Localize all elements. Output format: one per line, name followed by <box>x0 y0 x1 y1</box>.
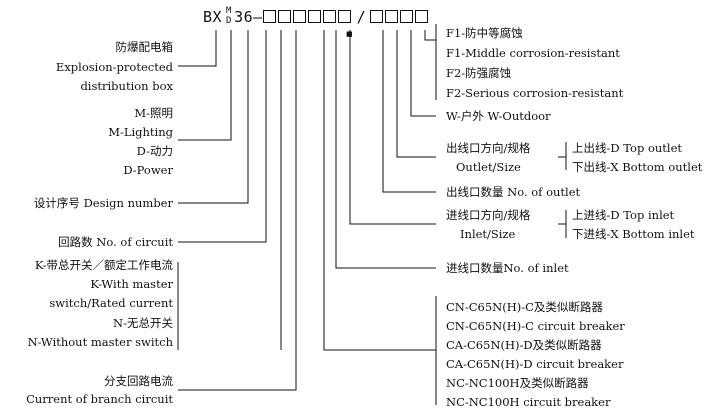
label-inlet-number: 进线口数量No. of inlet <box>446 261 569 275</box>
label-circuit-number: 回路数 No. of circuit <box>58 235 173 249</box>
code-slash: / <box>356 8 367 26</box>
code-box-2 <box>277 10 291 23</box>
label-master-en1: K-With master <box>90 277 173 291</box>
model-code: BX 36— / <box>203 8 430 26</box>
label-branch-en: Current of branch circuit <box>26 392 173 406</box>
code-box-8 <box>385 10 399 23</box>
line-box6 <box>349 30 436 225</box>
label-outlet-dir-cn: 出线口方向/规格 <box>446 141 531 155</box>
label-inlet-dir-cn: 进线口方向/规格 <box>446 208 531 222</box>
label-breaker-cn-nc: NC-NC100H及类似断路器 <box>446 376 589 390</box>
label-inlet-top: 上进线-D Top inlet <box>572 208 675 222</box>
label-power-cn: D-动力 <box>136 144 173 158</box>
line-box9 <box>410 30 436 117</box>
label-f2-cn: F2-防强腐蚀 <box>446 66 512 80</box>
code-box-4 <box>307 10 321 23</box>
code-box-1 <box>262 10 276 23</box>
label-nomaster-en: N-Without master switch <box>27 335 173 349</box>
code-sup-top: M <box>226 6 232 16</box>
code-dash: — <box>253 8 263 26</box>
label-f1-en: F1-Middle corrosion-resistant <box>446 46 620 60</box>
label-outlet-top: 上出线-D Top outlet <box>572 141 683 155</box>
code-box-3 <box>292 10 306 23</box>
code-prefix: BX <box>203 8 223 26</box>
line-md <box>178 30 232 141</box>
label-inlet-bottom: 下进线-X Bottom inlet <box>572 227 695 241</box>
line-box8 <box>396 30 436 158</box>
code-series: 36 <box>234 8 254 26</box>
label-master-cn: K-带总开关／额定工作电流 <box>34 258 173 272</box>
label-branch-cn: 分支回路电流 <box>104 374 173 388</box>
line-36 <box>178 30 249 204</box>
code-box-9 <box>400 10 414 23</box>
label-explosion-en2: distribution box <box>80 79 173 93</box>
line-box4 <box>323 30 436 351</box>
label-breaker-cn-c: CN-C65N(H)-C及类似断路器 <box>446 300 603 314</box>
code-box-10 <box>415 10 429 23</box>
label-f1-cn: F1-防中等腐蚀 <box>446 26 523 40</box>
label-breaker-en-d: CA-C65N(H)-D circuit breaker <box>446 357 624 371</box>
line-box5 <box>335 30 436 269</box>
code-dot: ■ <box>346 30 353 38</box>
label-inlet-dir-en: Inlet/Size <box>460 227 516 241</box>
label-f2-en: F2-Serious corrosion-resistant <box>446 86 624 100</box>
label-explosion-en1: Explosion-protected <box>55 60 173 74</box>
label-lighting-en: M-Lighting <box>108 125 173 139</box>
line-box1 <box>178 30 267 243</box>
line-box7 <box>382 30 436 193</box>
label-breaker-en-nc: NC-NC100H circuit breaker <box>446 395 611 409</box>
label-lighting-cn: M-照明 <box>134 106 173 120</box>
label-outlet-bottom: 下出线-X Bottom outlet <box>572 160 703 174</box>
line-box10 <box>424 30 436 41</box>
label-master-en2: switch/Rated current <box>49 296 173 310</box>
label-power-en: D-Power <box>123 163 173 177</box>
label-explosion-cn: 防爆配电箱 <box>115 40 174 54</box>
line-box3 <box>178 30 297 391</box>
label-outlet-number: 出线口数量 No. of outlet <box>446 185 581 199</box>
label-outdoor: W-户外 W-Outdoor <box>446 109 551 123</box>
code-box-6 <box>337 10 351 23</box>
label-breaker-en-c: CN-C65N(H)-C circuit breaker <box>446 319 625 333</box>
label-breaker-cn-d: CA-C65N(H)-D及类似断路器 <box>446 338 602 352</box>
code-sup-bottom: D <box>226 16 232 26</box>
code-box-7 <box>370 10 384 23</box>
code-box-5 <box>322 10 336 23</box>
label-outlet-dir-en: Outlet/Size <box>456 160 521 174</box>
label-nomaster-cn: N-无总开关 <box>113 316 173 330</box>
label-design-number: 设计序号 Design number <box>33 196 173 210</box>
line-bx <box>178 30 217 67</box>
